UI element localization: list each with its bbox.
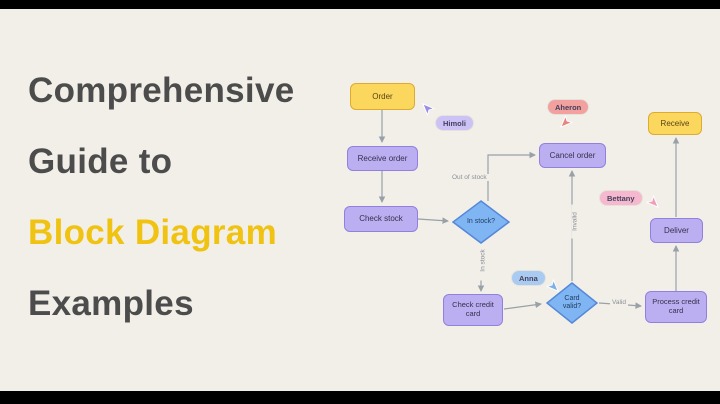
- himoli-cursor-icon: [422, 103, 435, 116]
- collaborator-tag-aheron: Aheron: [548, 100, 589, 114]
- edge-label-out-of-stock: Out of stock: [450, 174, 489, 181]
- aheron-cursor-icon: [560, 115, 573, 128]
- node-receive-order: Receive order: [347, 146, 418, 171]
- diamond-shape: [452, 200, 510, 244]
- title-line-1: Comprehensive: [28, 71, 295, 110]
- node-card-valid: Card valid?: [546, 282, 598, 324]
- node-receive: Receive: [648, 112, 702, 135]
- node-cancel-order: Cancel order: [539, 143, 606, 168]
- node-process-credit-card: Process credit card: [645, 291, 707, 323]
- bettany-cursor-icon: [646, 195, 659, 208]
- node-order: Order: [350, 83, 415, 110]
- edge-check-credit-card-to-card-valid: [503, 301, 542, 310]
- title-line-2: Guide to: [28, 142, 173, 181]
- collaborator-tag-anna: Anna: [512, 271, 545, 285]
- node-in-stock: In stock?: [452, 200, 510, 244]
- node-receive-order-label: Receive order: [357, 153, 408, 163]
- edge-in-stock-to-cancel-order: [487, 151, 536, 201]
- edge-label-invalid: Invalid: [571, 204, 579, 239]
- edge-label-in-stock: In stock: [479, 240, 487, 281]
- node-check-credit-card: Check credit card: [443, 294, 503, 326]
- title-line-3: Block Diagram: [28, 213, 277, 252]
- node-check-stock: Check stock: [344, 206, 418, 232]
- node-deliver: Deliver: [650, 218, 703, 243]
- node-check-stock-label: Check stock: [359, 214, 403, 224]
- node-process-credit-card-label: Process credit card: [652, 297, 700, 315]
- collaborator-tag-himoli: Himoli: [436, 116, 473, 130]
- node-card-valid-label: Card valid?: [562, 295, 582, 310]
- title-line-4: Examples: [28, 284, 194, 323]
- node-receive-label: Receive: [660, 118, 690, 128]
- anna-cursor-icon: [546, 279, 559, 292]
- letterbox-bottom: [0, 391, 720, 404]
- page-title: Comprehensive Guide to Block Diagram Exa…: [28, 55, 295, 339]
- diamond-shape: [546, 282, 598, 324]
- letterbox-top: [0, 0, 720, 9]
- collaborator-tag-bettany: Bettany: [600, 191, 642, 205]
- node-deliver-label: Deliver: [664, 225, 689, 235]
- edge-check-stock-to-in-stock: [417, 217, 449, 224]
- edge-label-valid: Valid: [610, 299, 628, 306]
- node-order-label: Order: [372, 91, 393, 101]
- node-cancel-order-label: Cancel order: [549, 150, 596, 160]
- node-check-credit-card-label: Check credit card: [452, 300, 494, 318]
- node-in-stock-label: In stock?: [466, 218, 495, 226]
